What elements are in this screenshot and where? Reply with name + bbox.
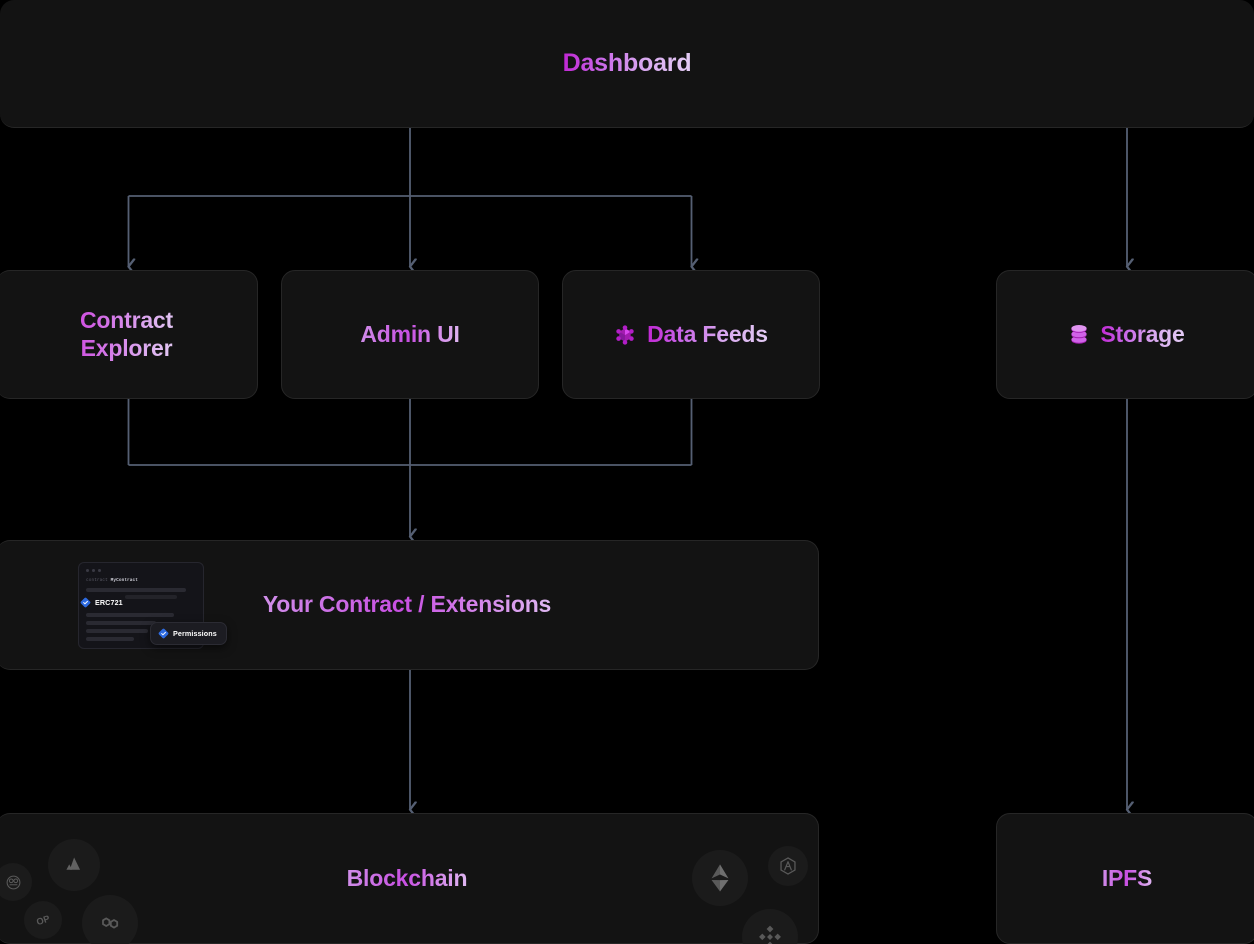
dashboard-label: Dashboard (562, 48, 692, 77)
data-feeds-label: Data Feeds (647, 320, 768, 347)
code-line (86, 588, 186, 592)
erc721-badge[interactable]: ERC721 (80, 597, 123, 608)
permissions-badge-label: Permissions (173, 629, 217, 638)
code-contract-name: MyContract (110, 578, 138, 583)
erc721-badge-label: ERC721 (95, 598, 123, 607)
your-contract-label: Your Contract / Extensions (262, 591, 552, 618)
node-admin-ui[interactable]: Admin UI (281, 270, 539, 399)
code-keyword: contract (86, 578, 108, 583)
code-line (86, 629, 148, 633)
code-line (86, 621, 156, 625)
code-line (86, 613, 174, 617)
chainlink-gem-icon (616, 324, 634, 345)
storage-label: Storage (1100, 320, 1185, 347)
node-contract-explorer[interactable]: Contract Explorer (0, 270, 258, 399)
blue-diamond-icon (158, 628, 169, 639)
contract-explorer-label: Contract Explorer (80, 307, 173, 361)
node-data-feeds[interactable]: Data Feeds (562, 270, 820, 399)
database-stack-icon (1071, 324, 1087, 344)
window-dots-icon (86, 569, 101, 572)
permissions-badge[interactable]: Permissions (150, 622, 227, 645)
code-line (86, 637, 134, 641)
blue-diamond-icon (80, 597, 91, 608)
contract-code-illustration: contract MyContract ERC721 Permissions (78, 562, 227, 649)
node-blockchain[interactable]: Blockchain (0, 813, 819, 944)
node-dashboard[interactable]: Dashboard (0, 0, 1254, 128)
node-your-contract[interactable]: Your Contract / Extensions (0, 540, 819, 670)
blockchain-label: Blockchain (346, 864, 468, 891)
admin-ui-label: Admin UI (360, 320, 460, 347)
ipfs-label: IPFS (1101, 864, 1153, 891)
code-line (125, 595, 177, 599)
code-header: contract MyContract (86, 578, 138, 583)
node-ipfs[interactable]: IPFS (996, 813, 1254, 944)
node-storage[interactable]: Storage (996, 270, 1254, 399)
